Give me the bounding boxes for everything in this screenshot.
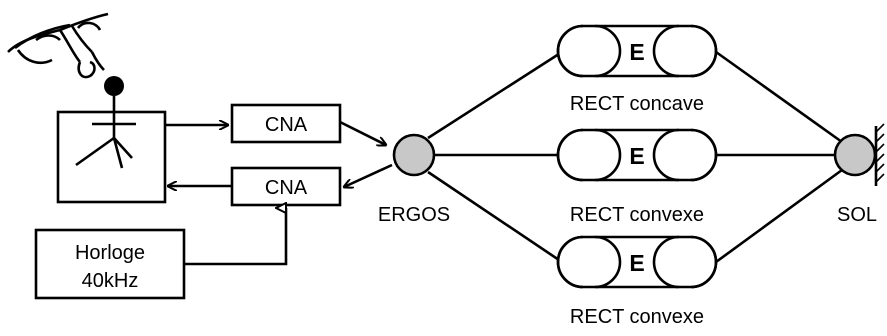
cna-top-label: CNA xyxy=(265,114,308,136)
network-links xyxy=(427,50,843,264)
cna-bottom-label: CNA xyxy=(265,177,308,199)
rect-element-convexe-middle-label: RECT convexe xyxy=(570,204,704,226)
rect-element-convexe-bottom: E xyxy=(556,235,718,289)
clock-to-cna-connector xyxy=(184,208,288,266)
clock-label-line2: 40kHz xyxy=(82,270,139,292)
rect-element-convexe-middle: E xyxy=(556,128,718,182)
rect-element-convexe-bottom-symbol: E xyxy=(629,250,644,276)
ergos-node xyxy=(392,133,436,177)
rect-element-convexe-middle-symbol: E xyxy=(629,143,644,169)
sol-node xyxy=(833,133,877,177)
sol-label: SOL xyxy=(837,204,877,226)
ergos-to-cna-arrow xyxy=(344,163,393,187)
rect-element-concave: E xyxy=(556,24,718,78)
stick-figure-icon xyxy=(75,76,136,169)
ground-hatch-icon xyxy=(874,123,885,186)
rect-element-concave-symbol: E xyxy=(629,39,644,65)
clock-box xyxy=(34,228,186,300)
rect-element-convexe-bottom-label: RECT convexe xyxy=(570,306,704,328)
cna-bottom-box xyxy=(230,166,342,207)
rect-element-concave-label: RECT concave xyxy=(570,93,704,115)
clock-label-line1: Horloge xyxy=(75,242,145,264)
ergos-label: ERGOS xyxy=(378,204,450,226)
cna-to-ergos-arrow xyxy=(339,120,386,145)
cna-top-box xyxy=(230,103,342,144)
hand-icon xyxy=(7,12,109,79)
operator-box xyxy=(56,110,167,204)
